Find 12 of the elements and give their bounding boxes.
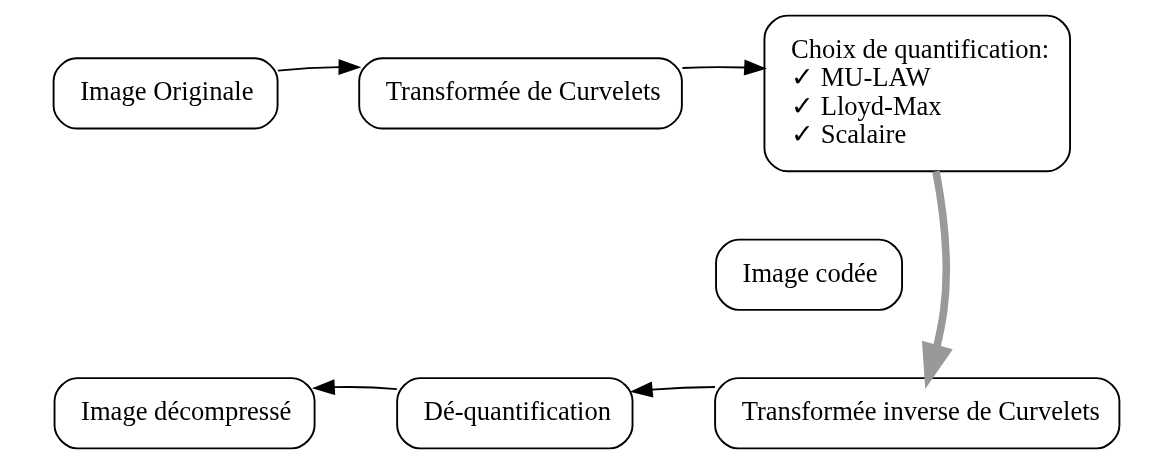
- node-box: Transformée inverse de Curvelets: [714, 377, 1121, 450]
- node-box: Dé-quantification: [396, 377, 634, 450]
- node-box: Image codée: [715, 238, 904, 311]
- node-box: Image Originale: [52, 57, 279, 130]
- node-box: Choix de quantification: ✓ MU-LAW ✓ Lloyd-Max ✓ Scalaire: [763, 14, 1071, 173]
- arrow: [629, 381, 716, 398]
- arrow: [681, 59, 767, 76]
- arrow: [921, 170, 953, 390]
- arrow: [312, 379, 398, 396]
- node-box: Transformée de Curvelets: [358, 57, 683, 130]
- node-box: Image décompressé: [53, 377, 316, 450]
- arrow: [276, 59, 362, 76]
